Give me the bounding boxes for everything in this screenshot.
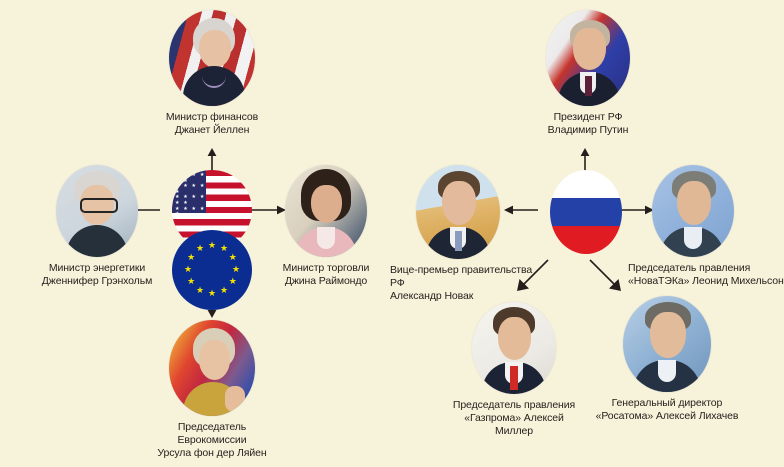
avatar-miller [472, 302, 556, 394]
caption-raimondo: Министр торговли Джина Раймондо [282, 262, 370, 287]
person-node-raimondo: Министр торговли Джина Раймондо [266, 165, 386, 288]
avatar-yellen-necklace [202, 70, 226, 88]
caption-granholm: Министр энергетики Дженнифер Грэнхольм [41, 262, 153, 287]
caption-novak: Вице-премьер правительства РФ Александр … [390, 264, 533, 302]
caption-von-der-leyen: Председатель Еврокомиссии Урсула фон дер… [157, 421, 267, 459]
russia-flag-blue-band [550, 197, 622, 226]
flag-russia [550, 170, 622, 254]
avatar-novak [416, 165, 500, 259]
svg-text:★: ★ [229, 277, 237, 287]
avatar-raimondo-face [311, 185, 342, 223]
russia-flag-red-band [550, 225, 622, 254]
avatar-likhachev-face [650, 312, 686, 358]
avatar-likhachev [623, 296, 711, 392]
svg-text:★: ★ [229, 253, 237, 263]
person-node-likhachev: Генеральный директор «Росатома» Алексей … [592, 296, 742, 423]
svg-text:★: ★ [187, 277, 195, 287]
avatar-raimondo-collar [317, 227, 335, 249]
caption-miller: Председатель правления «Газпрома» Алексе… [452, 399, 576, 437]
usa-flag-canton [172, 170, 206, 214]
avatar-von-der-leyen-hand [225, 386, 245, 412]
avatar-yellen-face [199, 30, 231, 68]
svg-text:★: ★ [184, 265, 192, 275]
flag-european-union: ★ ★ ★ ★ ★ ★ ★ ★ ★ ★ ★ ★ [172, 230, 252, 310]
avatar-granholm [56, 165, 138, 257]
avatar-raimondo [285, 165, 367, 257]
avatar-miller-tie [510, 366, 518, 390]
svg-text:★: ★ [220, 244, 228, 254]
avatar-likhachev-shirt [658, 360, 676, 382]
caption-yellen: Министр финансов Джанет Йеллен [165, 111, 259, 136]
caption-likhachev: Генеральный директор «Росатома» Алексей … [595, 397, 739, 422]
avatar-von-der-leyen [169, 320, 255, 416]
eu-flag-stars: ★ ★ ★ ★ ★ ★ ★ ★ ★ ★ ★ ★ [184, 241, 240, 299]
person-node-granholm: Министр энергетики Дженнифер Грэнхольм [24, 165, 170, 288]
avatar-novak-face [442, 181, 476, 225]
svg-text:★: ★ [232, 265, 240, 275]
svg-text:★: ★ [220, 286, 228, 296]
usa-flag-stars: ★ ★ ★ ★ ★ ★ ★ ★ ★ ★ ★ ★ ★ ★ ★ ★ ★ ★ ★ ★ … [175, 172, 206, 213]
avatar-granholm-glasses [80, 198, 118, 213]
person-node-miller: Председатель правления «Газпрома» Алексе… [444, 302, 584, 438]
person-node-mikhelson: Председатель правления «НоваТЭКа» Леонид… [628, 165, 784, 288]
caption-mikhelson: Председатель правления «НоваТЭКа» Леонид… [628, 262, 784, 287]
avatar-novak-tie [455, 231, 462, 251]
avatar-yellen [169, 10, 255, 106]
avatar-putin-face [573, 28, 606, 70]
avatar-mikhelson [652, 165, 734, 257]
svg-text:★: ★ [196, 244, 204, 254]
avatar-putin-tie [585, 76, 592, 96]
avatar-granholm-face [80, 185, 114, 225]
svg-text:★: ★ [187, 253, 195, 263]
svg-text:★: ★ [208, 289, 216, 299]
person-node-putin: Президент РФ Владимир Путин [528, 10, 648, 137]
russia-flag-white-band [550, 170, 622, 198]
avatar-putin [546, 10, 630, 106]
svg-text:★: ★ [196, 286, 204, 296]
arrow-ru-to-likhachev [588, 258, 624, 294]
avatar-mikhelson-shirt [684, 227, 702, 249]
avatar-miller-face [498, 317, 531, 360]
person-node-novak: Вице-премьер правительства РФ Александр … [390, 165, 546, 303]
svg-text:★: ★ [208, 241, 216, 251]
person-node-yellen: Министр финансов Джанет Йеллен [150, 10, 274, 137]
avatar-von-der-leyen-face [199, 340, 230, 380]
avatar-mikhelson-face [677, 181, 711, 225]
caption-putin: Президент РФ Владимир Путин [547, 111, 629, 136]
person-node-von-der-leyen: Председатель Еврокомиссии Урсула фон дер… [148, 320, 276, 460]
